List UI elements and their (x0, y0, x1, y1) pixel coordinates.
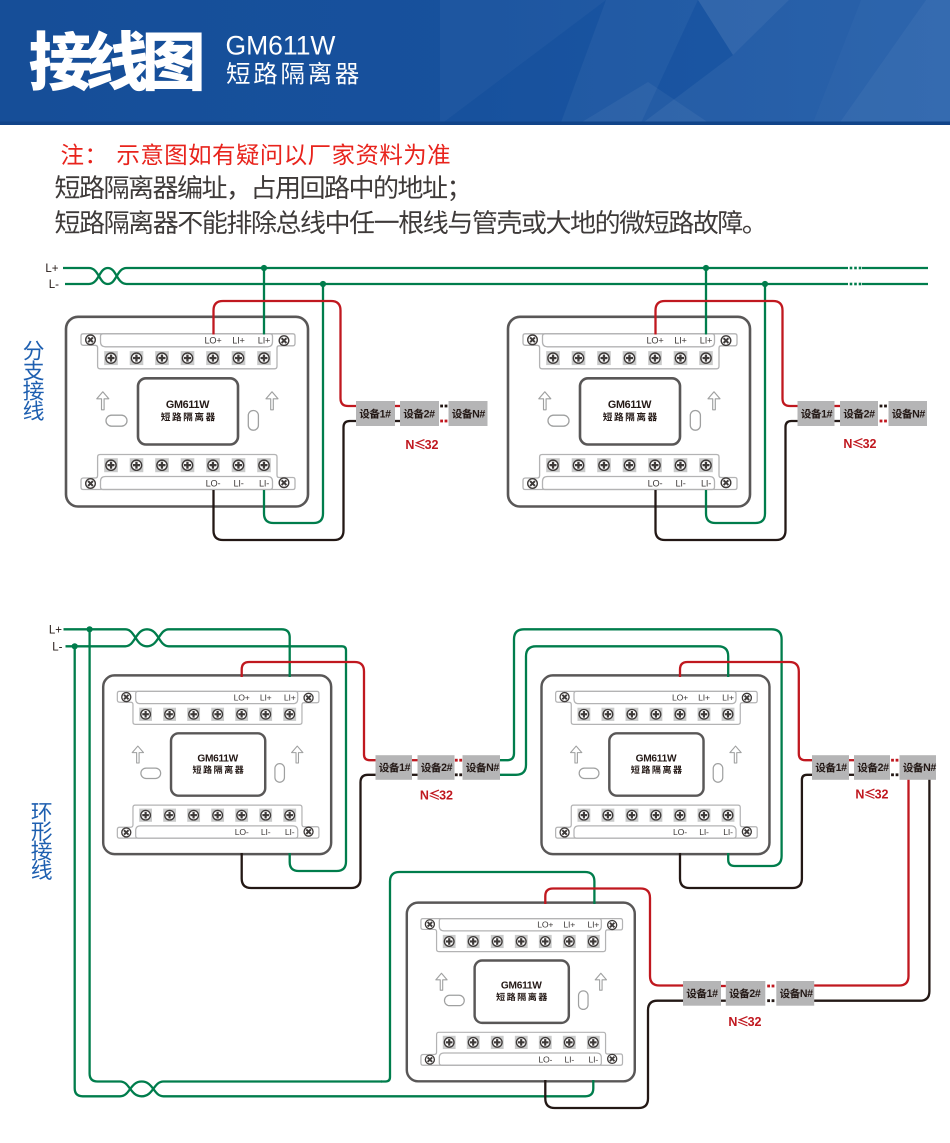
svg-text:32: 32 (425, 438, 439, 452)
svg-text:32: 32 (875, 788, 889, 802)
svg-text:1#: 1# (836, 762, 847, 774)
svg-text:N#: N# (472, 408, 485, 420)
svg-text:L-: L- (52, 641, 62, 653)
svg-text:N: N (420, 789, 429, 803)
svg-text:2#: 2# (749, 988, 760, 1000)
svg-text:N#: N# (486, 762, 499, 774)
svg-text:1#: 1# (707, 988, 718, 1000)
svg-text:32: 32 (863, 437, 877, 451)
svg-text:1#: 1# (380, 408, 391, 420)
svg-text:L+: L+ (45, 263, 58, 275)
svg-text:N#: N# (912, 408, 925, 420)
svg-text:N: N (843, 437, 852, 451)
svg-text:1#: 1# (399, 762, 410, 774)
svg-text:L+: L+ (49, 624, 62, 636)
svg-text:GM611W: GM611W (226, 31, 336, 61)
svg-text:2#: 2# (864, 408, 875, 420)
svg-text:2#: 2# (441, 762, 452, 774)
svg-text:L-: L- (49, 279, 59, 291)
svg-text:N: N (728, 1015, 737, 1029)
svg-text:N#: N# (923, 762, 936, 774)
svg-text:N#: N# (800, 988, 813, 1000)
svg-text:2#: 2# (878, 762, 889, 774)
svg-text:N: N (855, 788, 864, 802)
svg-text:2#: 2# (424, 408, 435, 420)
svg-text:N: N (405, 438, 414, 452)
svg-text:32: 32 (748, 1015, 762, 1029)
svg-text:1#: 1# (821, 408, 832, 420)
svg-text:32: 32 (439, 789, 453, 803)
